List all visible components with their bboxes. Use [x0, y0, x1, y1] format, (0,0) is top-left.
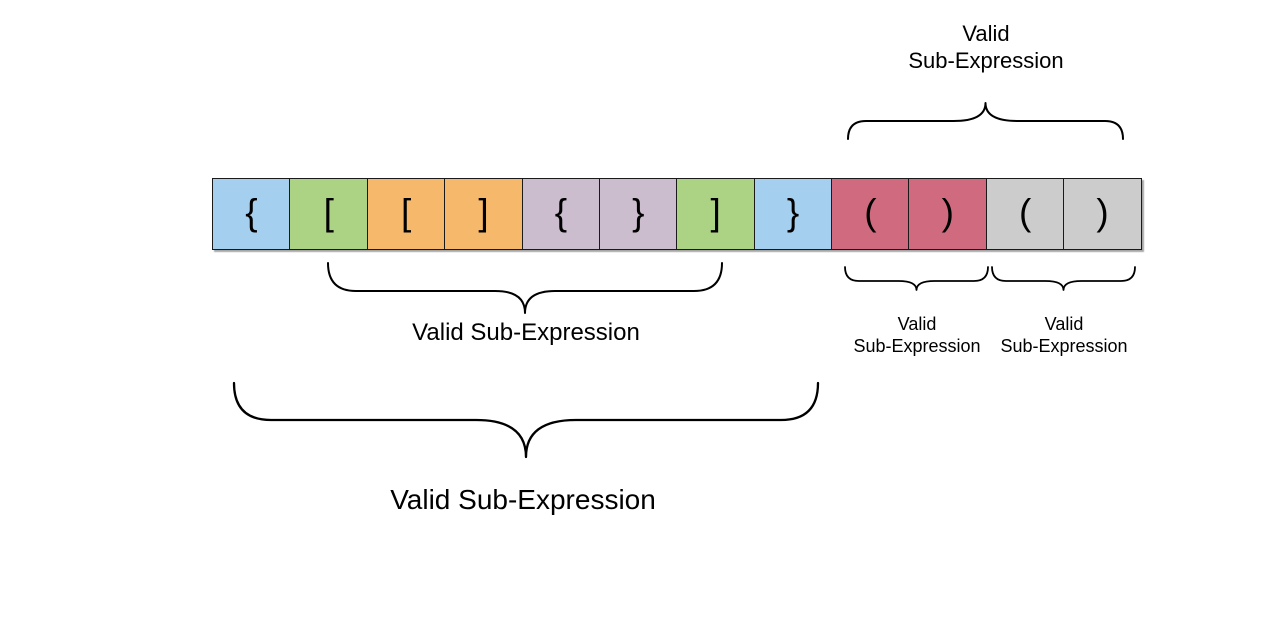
bracket-sequence-row: { [ [ ] { } ] } ( ) ( ) [212, 178, 1142, 250]
bracket-cell: [ [366, 178, 446, 250]
bracket-cell: { [521, 178, 601, 250]
bracket-cell: [ [289, 178, 369, 250]
bracket-cell: } [753, 178, 833, 250]
bracket-char: ( [1019, 191, 1032, 233]
brace-outer-braces [232, 381, 820, 459]
brace-above-parens [847, 102, 1124, 140]
bracket-cell: { [212, 178, 291, 250]
bracket-cell: ) [1063, 178, 1142, 250]
bracket-cell: ) [908, 178, 988, 250]
label-above-parens: Valid Sub-Expression [908, 21, 1064, 73]
bracket-char: ) [1096, 191, 1109, 233]
bracket-char: { [554, 191, 568, 233]
label-inner-brackets: Valid Sub-Expression [412, 319, 640, 346]
brace-round-pair-2 [991, 266, 1136, 291]
bracket-char: [ [401, 191, 412, 233]
label-outer-braces: Valid Sub-Expression [390, 484, 656, 515]
bracket-cell: ( [985, 178, 1065, 250]
label-round-pair-2: Valid Sub-Expression [1000, 314, 1128, 356]
bracket-char: } [786, 191, 800, 233]
brace-inner-brackets [327, 262, 723, 314]
bracket-char: ( [864, 191, 877, 233]
brace-round-pair-1 [844, 266, 989, 291]
bracket-cell: ] [444, 178, 523, 250]
bracket-cell: ] [676, 178, 756, 250]
bracket-char: { [245, 191, 258, 233]
bracket-char: ] [710, 191, 721, 233]
bracket-char: [ [323, 191, 334, 233]
bracket-cell: } [598, 178, 678, 250]
bracket-cell: ( [831, 178, 910, 250]
label-round-pair-1: Valid Sub-Expression [853, 314, 981, 356]
bracket-char: ) [941, 191, 954, 233]
bracket-char: ] [478, 191, 489, 233]
bracket-char: } [632, 191, 645, 233]
